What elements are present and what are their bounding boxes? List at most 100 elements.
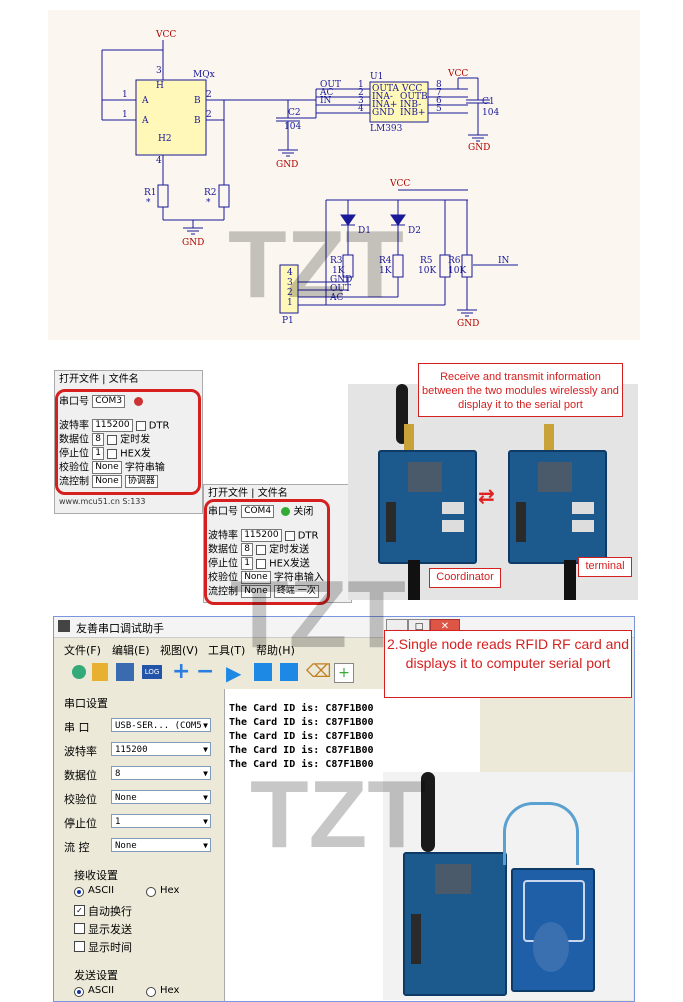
send-hex-radio[interactable]	[146, 987, 156, 997]
gnd-label: GND	[276, 160, 299, 170]
close-button[interactable]: 关闭	[293, 506, 314, 518]
add-icon[interactable]: +	[334, 663, 354, 683]
hex-send-checkbox[interactable]	[107, 448, 118, 459]
panel-menu: 打开文件 | 文件名	[59, 374, 139, 385]
parity-label: 校验位	[64, 793, 97, 806]
menu-tools[interactable]: 工具(T)	[208, 644, 246, 657]
minus-icon[interactable]: −	[196, 659, 215, 684]
port-select[interactable]: COM3	[92, 395, 126, 408]
baud-combo[interactable]: 115200▼	[111, 742, 211, 756]
flow-select[interactable]: None	[241, 585, 271, 598]
r5-value: 10K	[418, 266, 437, 276]
baud-select[interactable]: 115200	[92, 419, 133, 432]
stop-icon[interactable]	[280, 663, 298, 681]
output-line: The Card ID is: C87F1B00	[229, 703, 374, 714]
terminal-field[interactable]: 终端 一次	[273, 585, 319, 598]
recv-ascii-radio[interactable]	[74, 887, 84, 897]
stop-bits-select[interactable]: 1	[241, 557, 253, 570]
c2-label: C2	[288, 108, 301, 118]
baud-label: 波特率	[64, 745, 97, 758]
gnd-label: GND	[457, 319, 480, 329]
r1-label: R1	[144, 188, 157, 198]
pin-number: 1	[358, 80, 364, 90]
zigbee-board	[403, 852, 507, 996]
chevron-down-icon: ▼	[203, 841, 208, 850]
string-input-label: 字符串输入	[273, 572, 324, 584]
pin-number: H	[156, 81, 164, 91]
connect-icon[interactable]	[134, 397, 144, 406]
menu-edit[interactable]: 编辑(E)	[112, 644, 150, 657]
play-icon[interactable]: ▶	[226, 661, 242, 685]
pin-number: 2	[206, 90, 212, 100]
file-name-menu[interactable]: 文件名	[108, 374, 139, 385]
flow-select[interactable]: None	[92, 475, 122, 488]
plus-icon[interactable]: +	[172, 659, 191, 684]
coordinator-field[interactable]: 协调器	[124, 475, 158, 488]
port-combo[interactable]: USB-SER... (COM5▼	[111, 718, 211, 732]
pin-number: H2	[158, 134, 172, 144]
rfid-photo	[383, 772, 633, 1000]
timed-send-checkbox[interactable]	[107, 434, 118, 445]
flow-combo[interactable]: None▼	[111, 838, 211, 852]
save-icon[interactable]	[116, 663, 134, 681]
data-bits-label: 数据位	[208, 544, 238, 556]
watermark-text: TZT	[250, 761, 426, 868]
highlight-frame	[55, 389, 201, 495]
hex-send-label: HEX发	[120, 448, 151, 460]
pause-icon[interactable]	[254, 663, 272, 681]
show-send-checkbox[interactable]	[74, 923, 85, 934]
terminal-callout: terminal	[578, 557, 632, 577]
connect-icon[interactable]	[281, 507, 291, 516]
c1-value: 104	[482, 108, 500, 118]
data-bits-select[interactable]: 8	[241, 543, 253, 556]
baud-label: 波特率	[208, 530, 238, 542]
parity-select[interactable]: None	[92, 461, 122, 474]
app-icon	[58, 620, 70, 632]
menu-help[interactable]: 帮助(H)	[256, 644, 295, 657]
stop-bits-combo[interactable]: 1▼	[111, 814, 211, 828]
hex-send-checkbox[interactable]	[256, 558, 267, 569]
recv-hex-label: Hex	[160, 885, 180, 896]
recv-hex-radio[interactable]	[146, 887, 156, 897]
chevron-down-icon: ▼	[203, 817, 208, 826]
send-ascii-radio[interactable]	[74, 987, 84, 997]
refresh-icon[interactable]	[72, 665, 86, 679]
output-line: The Card ID is: C87F1B00	[229, 759, 374, 770]
u1-part-label: LM393	[370, 124, 403, 134]
send-settings-heading: 发送设置	[74, 969, 118, 982]
timed-send-checkbox[interactable]	[256, 544, 267, 555]
auto-wrap-checkbox[interactable]: ✓	[74, 905, 85, 916]
clear-icon[interactable]: ⌫	[306, 661, 332, 682]
rfid-keyfob	[533, 922, 569, 972]
parity-select[interactable]: None	[241, 571, 271, 584]
pin-a-label: A	[142, 96, 149, 106]
baud-select[interactable]: 115200	[241, 529, 282, 542]
menu-view[interactable]: 视图(V)	[160, 644, 199, 657]
send-hex-label: Hex	[160, 985, 180, 996]
log-icon[interactable]: LOG	[142, 665, 162, 679]
show-time-checkbox[interactable]	[74, 941, 85, 952]
open-icon[interactable]	[92, 663, 108, 681]
dtr-checkbox[interactable]	[135, 420, 146, 431]
open-file-menu[interactable]: 打开文件	[59, 374, 99, 385]
dtr-checkbox[interactable]	[284, 530, 295, 541]
menu-file[interactable]: 文件(F)	[64, 644, 101, 657]
net-in: IN	[320, 96, 332, 106]
data-bits-combo[interactable]: 8▼	[111, 766, 211, 780]
usb-cable	[408, 560, 420, 600]
wireless-callout: Receive and transmit information between…	[418, 363, 623, 417]
pin-number: 4	[358, 104, 364, 114]
r4-label: R4	[379, 256, 392, 266]
rfid-callout: 2.Single node reads RFID RF card and dis…	[384, 630, 632, 698]
data-bits-select[interactable]: 8	[92, 433, 104, 446]
parity-combo[interactable]: None▼	[111, 790, 211, 804]
vcc-top-label: VCC	[156, 30, 177, 40]
port-select[interactable]: COM4	[241, 505, 275, 518]
recv-ascii-label: ASCII	[88, 885, 115, 896]
file-name-menu[interactable]: 文件名	[257, 488, 288, 499]
open-file-menu[interactable]: 打开文件	[208, 488, 248, 499]
stop-bits-select[interactable]: 1	[92, 447, 104, 460]
pin-number: 6	[436, 96, 442, 106]
flow-label: 流控制	[59, 476, 89, 488]
gnd-label: GND	[468, 143, 491, 153]
